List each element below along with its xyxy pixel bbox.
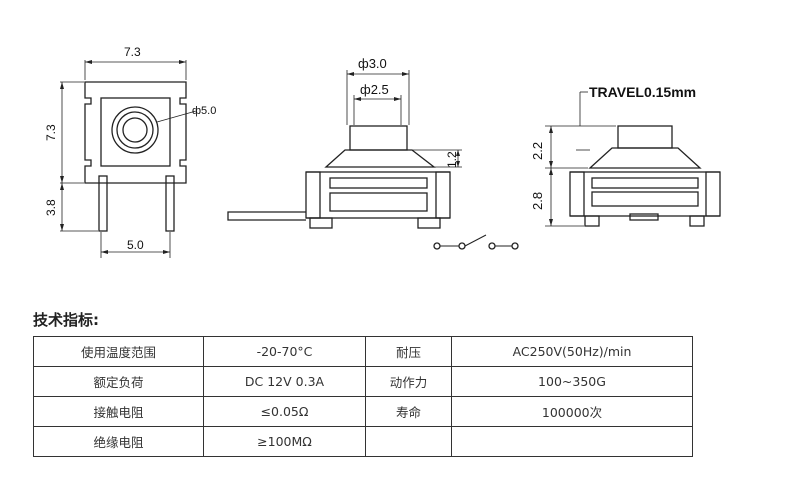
front-view bbox=[60, 60, 197, 258]
spec-value bbox=[451, 426, 693, 457]
right-body-label: 2.8 bbox=[530, 192, 545, 210]
front-pitch-label: 5.0 bbox=[127, 238, 144, 252]
table-row: 使用温度范围 -20-70°C 耐压 AC250V(50Hz)/min bbox=[33, 336, 693, 367]
spec-label: 使用温度范围 bbox=[33, 336, 204, 367]
spec-value: AC250V(50Hz)/min bbox=[451, 336, 693, 367]
spec-label: 额定负荷 bbox=[33, 366, 204, 397]
table-row: 绝缘电阻 ≥100MΩ bbox=[33, 426, 693, 457]
spec-label: 寿命 bbox=[365, 396, 452, 427]
spec-value: DC 12V 0.3A bbox=[203, 366, 366, 397]
technical-drawing: 7.3 7.3 3.8 5.0 ф5.0 bbox=[44, 45, 721, 258]
side-outer-dia-label: ф3.0 bbox=[358, 56, 387, 71]
spec-label: 动作力 bbox=[365, 366, 452, 397]
spec-label: 耐压 bbox=[365, 336, 452, 367]
front-lead-label: 3.8 bbox=[44, 199, 58, 216]
right-travel-label: TRAVEL0.15mm bbox=[589, 84, 696, 100]
right-view bbox=[545, 91, 721, 227]
specs-table: 使用温度范围 -20-70°C 耐压 AC250V(50Hz)/min 额定负荷… bbox=[33, 336, 693, 457]
spec-label: 绝缘电阻 bbox=[33, 426, 204, 457]
side-inner-dia-label: ф2.5 bbox=[360, 82, 389, 97]
spec-value: ≥100MΩ bbox=[203, 426, 366, 457]
spec-value: 100~350G bbox=[451, 366, 693, 397]
spec-value: -20-70°C bbox=[203, 336, 366, 367]
spec-label bbox=[365, 426, 452, 457]
spec-value: 100000次 bbox=[451, 396, 693, 427]
side-step-label: 1.2 bbox=[445, 151, 459, 168]
front-circle-label: ф5.0 bbox=[192, 105, 216, 117]
right-top-label: 2.2 bbox=[530, 142, 545, 160]
specs-title: 技术指标: bbox=[33, 311, 99, 329]
spec-value: ≤0.05Ω bbox=[203, 396, 366, 427]
front-width-label: 7.3 bbox=[124, 45, 141, 59]
spec-label: 接触电阻 bbox=[33, 396, 204, 427]
side-view bbox=[227, 70, 519, 250]
table-row: 接触电阻 ≤0.05Ω 寿命 100000次 bbox=[33, 396, 693, 427]
table-row: 额定负荷 DC 12V 0.3A 动作力 100~350G bbox=[33, 366, 693, 397]
front-height-label: 7.3 bbox=[44, 124, 58, 141]
